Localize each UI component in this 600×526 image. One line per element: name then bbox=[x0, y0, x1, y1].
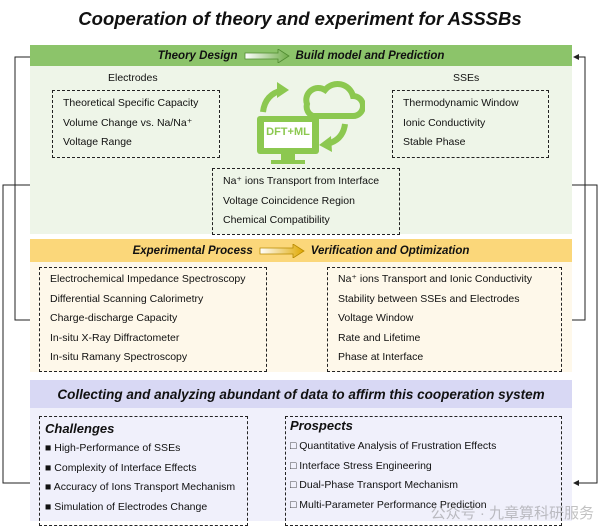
experiment-methods-box: Electrochemical Impedance Spectroscopy D… bbox=[39, 267, 267, 372]
method-item: Differential Scanning Calorimetry bbox=[50, 292, 204, 305]
prospects-box: Prospects □ Quantitative Analysis of Fru… bbox=[285, 416, 562, 526]
gradient-arrow-icon bbox=[244, 48, 290, 63]
method-item: Charge-discharge Capacity bbox=[50, 312, 178, 324]
prospect-item: □ Dual-Phase Transport Mechanism bbox=[290, 479, 459, 491]
loop-right-experiment-to-theory bbox=[562, 54, 586, 321]
challenge-item: ■ High-Performance of SSEs bbox=[45, 442, 181, 454]
filled-square-icon: ■ bbox=[45, 442, 55, 454]
verification-box: Na⁺ ions Transport and Ionic Conductivit… bbox=[327, 267, 562, 372]
watermark: 公众号 · 九章算科研服务 bbox=[430, 505, 594, 522]
filled-square-icon: ■ bbox=[45, 500, 55, 513]
challenge-item: ■ Simulation of Electrodes Change bbox=[45, 500, 208, 513]
theory-bar: Theory Design Build model and Prediction bbox=[30, 45, 572, 66]
data-panel bbox=[30, 408, 572, 521]
empty-square-icon: □ bbox=[290, 459, 300, 472]
center-item: Na⁺ ions Transport from Interface bbox=[223, 175, 380, 187]
loop-left-theory-to-experiment bbox=[14, 56, 37, 323]
method-item: Electrochemical Impedance Spectroscopy bbox=[50, 273, 246, 285]
verification-item: Na⁺ ions Transport and Ionic Conductivit… bbox=[338, 273, 533, 285]
electrodes-item: Voltage Range bbox=[63, 136, 132, 148]
diagram-title: Cooperation of theory and experiment for… bbox=[78, 8, 522, 29]
verification-item: Stability between SSEs and Electrodes bbox=[338, 292, 520, 305]
electrodes-item: Volume Change vs. Na/Na⁺ bbox=[63, 116, 193, 129]
empty-square-icon: □ bbox=[290, 479, 300, 491]
filled-square-icon: ■ bbox=[45, 481, 54, 493]
filled-square-icon: ■ bbox=[45, 461, 55, 474]
center-box: Na⁺ ions Transport from Interface Voltag… bbox=[212, 168, 400, 235]
theory-bar-left: Theory Design bbox=[157, 49, 238, 62]
computer-cloud-icon: DFT+ML bbox=[255, 72, 366, 164]
center-item: Voltage Coincidence Region bbox=[223, 194, 355, 207]
method-item: In-situ Ramany Spectroscopy bbox=[50, 351, 188, 363]
challenges-title: Challenges bbox=[45, 421, 115, 436]
prospect-item: □ Multi-Parameter Performance Prediction bbox=[290, 498, 487, 511]
sses-item: Ionic Conductivity bbox=[403, 116, 486, 129]
challenge-item: ■ Complexity of Interface Effects bbox=[45, 461, 197, 474]
empty-square-icon: □ bbox=[290, 498, 300, 511]
gradient-arrow-icon bbox=[259, 243, 305, 258]
experiment-bar: Experimental Process Verification and Op… bbox=[30, 239, 572, 262]
verification-item: Phase at Interface bbox=[338, 351, 424, 363]
loop-left-to-challenges bbox=[2, 184, 37, 486]
sses-item: Thermodynamic Window bbox=[403, 97, 519, 109]
theory-bar-right: Build model and Prediction bbox=[295, 49, 445, 62]
loop-right-to-prospects bbox=[572, 184, 598, 486]
electrodes-item: Theoretical Specific Capacity bbox=[63, 97, 199, 109]
verification-item: Voltage Window bbox=[338, 312, 414, 324]
method-item: In-situ X-Ray Diffractometer bbox=[50, 331, 180, 344]
challenge-item: ■ Accuracy of Ions Transport Mechanism bbox=[45, 481, 236, 493]
data-bar-text: Collecting and analyzing abundant of dat… bbox=[57, 386, 545, 402]
data-bar: Collecting and analyzing abundant of dat… bbox=[30, 380, 572, 408]
experiment-panel bbox=[30, 262, 572, 372]
sses-label: SSEs bbox=[453, 72, 480, 84]
verification-item: Rate and Lifetime bbox=[338, 331, 421, 344]
experiment-bar-right: Verification and Optimization bbox=[310, 244, 470, 257]
center-item: Chemical Compatibility bbox=[223, 214, 330, 226]
prospect-item: □ Quantitative Analysis of Frustration E… bbox=[290, 440, 497, 452]
electrodes-box: Theoretical Specific Capacity Volume Cha… bbox=[52, 90, 220, 158]
dft-ml-label: DFT+ML bbox=[266, 126, 310, 138]
sses-box: Thermodynamic Window Ionic Conductivity … bbox=[392, 90, 549, 158]
prospect-item: □ Interface Stress Engineering bbox=[290, 459, 432, 472]
empty-square-icon: □ bbox=[290, 440, 300, 452]
prospects-title: Prospects bbox=[290, 418, 353, 433]
experiment-bar-left: Experimental Process bbox=[132, 244, 253, 257]
electrodes-label: Electrodes bbox=[108, 72, 158, 84]
challenges-box: Challenges ■ High-Performance of SSEs ■ … bbox=[39, 416, 248, 526]
sses-item: Stable Phase bbox=[403, 136, 466, 148]
